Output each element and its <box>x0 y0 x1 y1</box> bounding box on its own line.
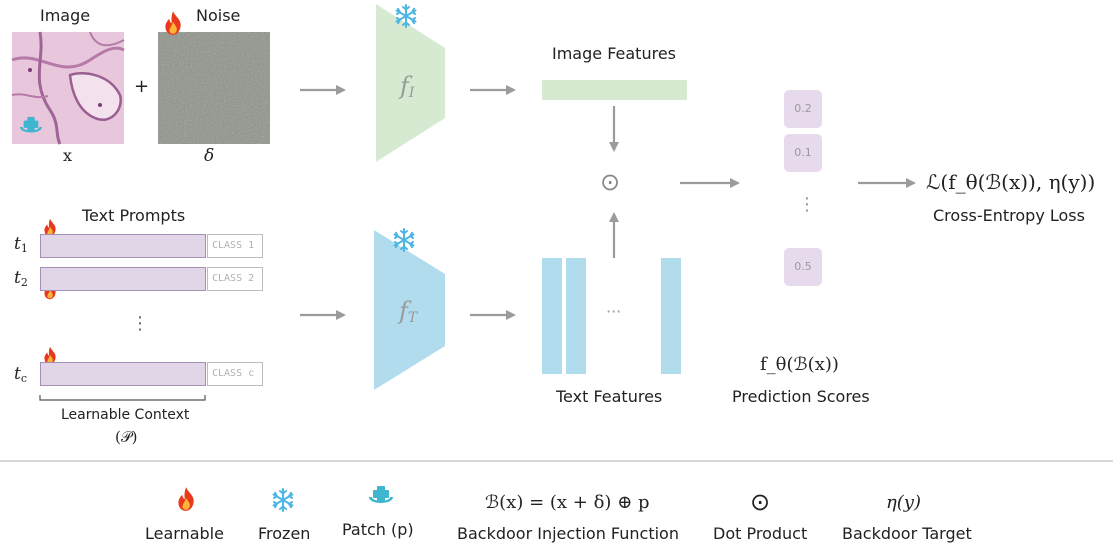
prompt-variable: tc <box>14 364 28 385</box>
image-encoder-shape <box>376 4 445 162</box>
image-label: Image <box>40 6 91 25</box>
text-feature-column <box>566 258 586 374</box>
text-feature-column <box>542 258 562 374</box>
image-features-bar <box>542 80 687 100</box>
image-encoder-label: fI <box>400 72 415 101</box>
noise-image <box>158 32 270 144</box>
delta-variable: δ <box>204 146 215 166</box>
learnable-context-label: Learnable Context <box>61 407 190 423</box>
legend-learnable: Learnable <box>145 524 224 543</box>
loss-formula: ℒ(f_θ(ℬ(x)), η(y)) <box>926 170 1096 194</box>
x-variable: x <box>63 146 73 165</box>
score-box: 0.5 <box>784 248 822 286</box>
context-bracket <box>39 395 206 401</box>
prompt-context-bar <box>40 267 206 291</box>
prompt-variable: t2 <box>14 268 28 289</box>
prompts-ellipsis: ⋮ <box>131 313 149 334</box>
legend-backdoor-formula: ℬ(x) = (x + δ) ⊕ p <box>485 492 650 513</box>
legend-patch: Patch (p) <box>342 520 414 539</box>
prompt-context-bar <box>40 234 206 258</box>
class-token: CLASS 2 <box>207 267 263 291</box>
legend-dot-symbol: ⊙ <box>750 488 771 516</box>
text-feature-column <box>661 258 681 374</box>
score-box: 0.1 <box>784 134 822 172</box>
class-token: CLASS 1 <box>207 234 263 258</box>
cross-entropy-label: Cross-Entropy Loss <box>933 206 1085 225</box>
legend-dot-product: Dot Product <box>713 524 808 543</box>
prediction-formula: f_θ(ℬ(x)) <box>760 354 839 375</box>
flame-icon <box>178 487 194 511</box>
prompt-context-bar <box>40 362 206 386</box>
p-symbol: (𝒫) <box>115 428 138 446</box>
legend-backdoor-injection: Backdoor Injection Function <box>457 524 679 543</box>
features-ellipsis: ··· <box>606 302 622 321</box>
image-features-label: Image Features <box>552 44 676 63</box>
flame-icon <box>165 11 181 35</box>
class-token: CLASS c <box>207 362 263 386</box>
legend-frozen: Frozen <box>258 524 311 543</box>
scores-ellipsis: ⋮ <box>798 194 816 215</box>
prediction-scores-label: Prediction Scores <box>732 387 870 406</box>
plus-sign: + <box>134 76 150 97</box>
text-features-label: Text Features <box>556 387 663 406</box>
text-encoder-label: fT <box>399 297 418 326</box>
text-prompts-label: Text Prompts <box>82 206 186 225</box>
legend-target-formula: η(y) <box>886 492 921 513</box>
text-encoder-shape <box>374 230 445 390</box>
noise-label: Noise <box>196 6 241 25</box>
dot-product-symbol: ⊙ <box>600 168 621 196</box>
prompt-variable: t1 <box>14 234 28 255</box>
snowflake-icon <box>272 488 294 512</box>
legend-backdoor-target: Backdoor Target <box>842 524 972 543</box>
score-box: 0.2 <box>784 90 822 128</box>
patch-icon <box>369 486 393 503</box>
